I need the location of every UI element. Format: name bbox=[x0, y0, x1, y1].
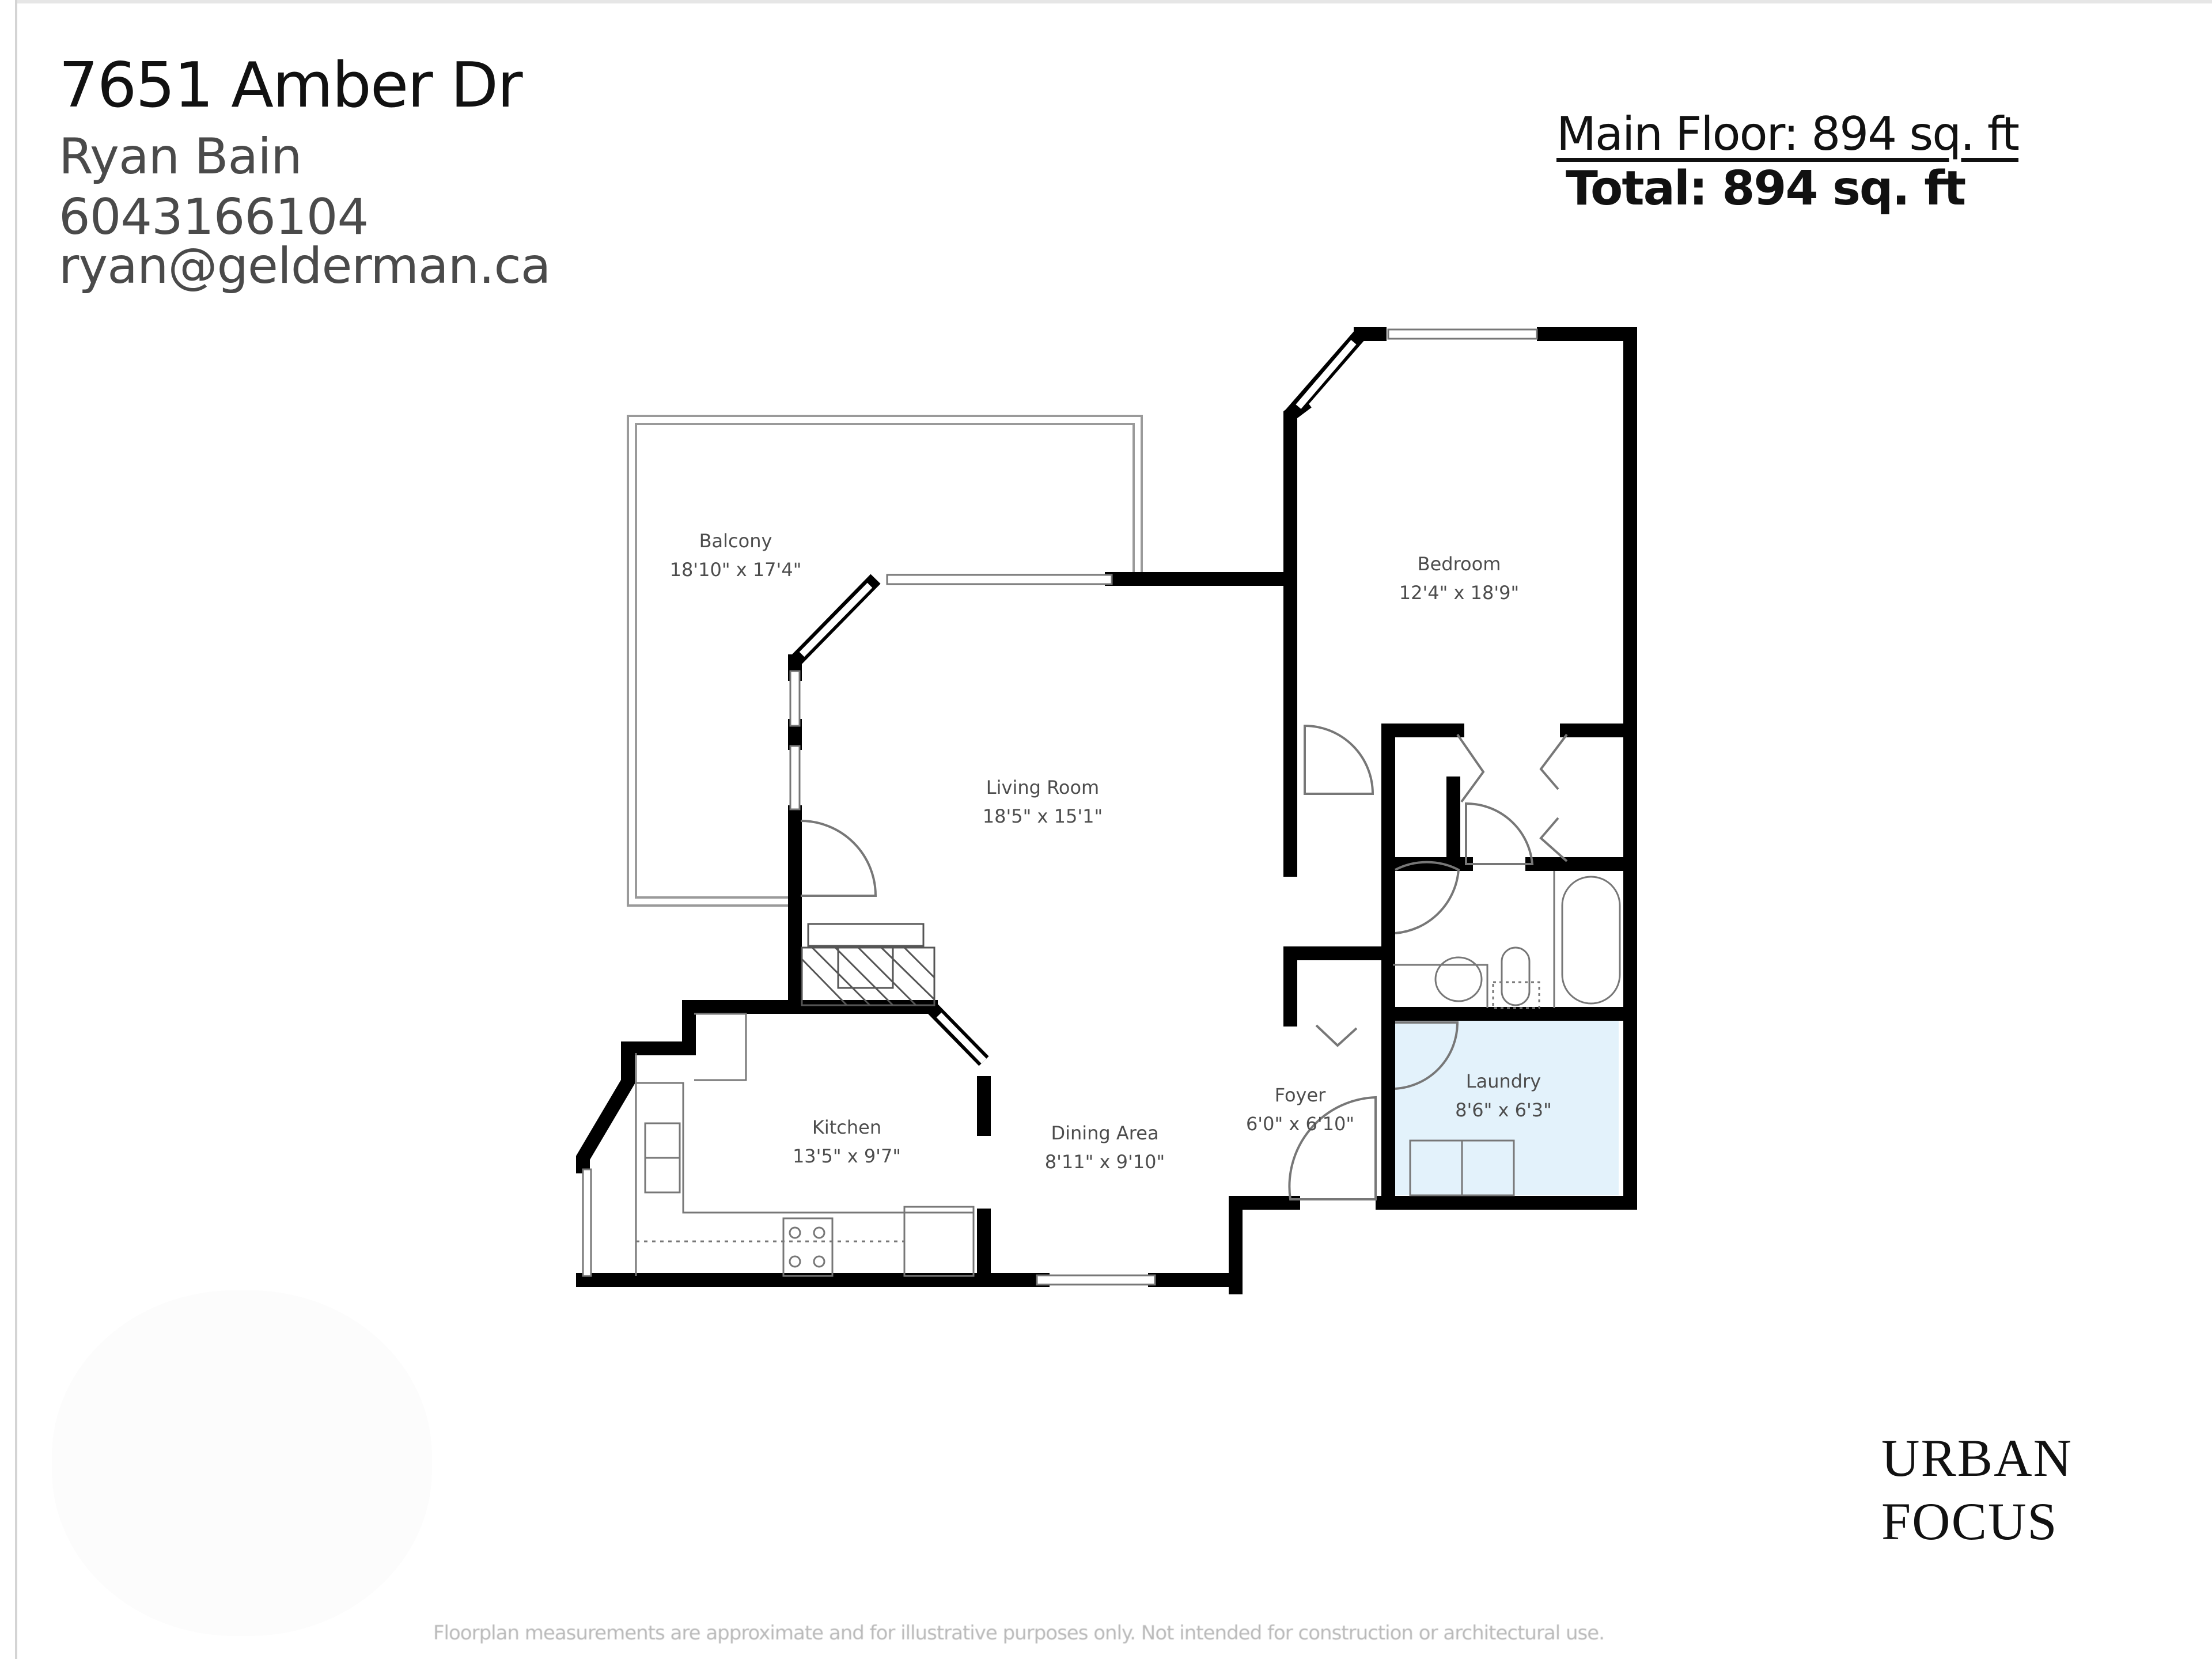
room-name-foyer: Foyer bbox=[1275, 1084, 1326, 1106]
main-floor-area: Main Floor: 894 sq. ft bbox=[1556, 107, 2020, 161]
diagonal-window-panes bbox=[799, 340, 1357, 1064]
balcony-railing bbox=[627, 415, 1143, 907]
total-area: Total: 894 sq. ft bbox=[1566, 161, 1966, 216]
room-dims-dining-area: 8'11" x 9'10" bbox=[1045, 1151, 1165, 1173]
agent-email: ryan@gelderman.ca bbox=[59, 237, 551, 295]
laundry-appliances bbox=[1409, 1139, 1515, 1196]
room-name-kitchen: Kitchen bbox=[812, 1116, 881, 1138]
kitchen-counters bbox=[635, 1013, 975, 1277]
disclaimer-text: Floorplan measurements are approximate a… bbox=[433, 1622, 1605, 1645]
bathroom-fixtures bbox=[1393, 871, 1621, 1009]
room-name-laundry: Laundry bbox=[1466, 1070, 1541, 1092]
property-address: 7651 Amber Dr bbox=[59, 50, 523, 122]
door-swings bbox=[800, 724, 1568, 1200]
brand-logo-line2: FOCUS bbox=[1881, 1492, 2058, 1551]
room-dims-balcony: 18'10" x 17'4" bbox=[670, 559, 802, 581]
top-border bbox=[15, 0, 2212, 3]
room-dims-laundry: 8'6" x 6'3" bbox=[1455, 1099, 1552, 1121]
room-name-dining-area: Dining Area bbox=[1051, 1122, 1158, 1144]
room-name-living-room: Living Room bbox=[986, 777, 1099, 798]
room-labels: Balcony 18'10" x 17'4" Living Room 18'5"… bbox=[670, 530, 1552, 1173]
room-dims-bedroom: 12'4" x 18'9" bbox=[1399, 582, 1519, 604]
laundry-fill bbox=[1394, 1020, 1619, 1195]
room-dims-foyer: 6'0" x 6'10" bbox=[1246, 1113, 1354, 1135]
faded-watermark bbox=[52, 1290, 432, 1636]
room-name-balcony: Balcony bbox=[699, 530, 772, 552]
room-dims-living-room: 18'5" x 15'1" bbox=[983, 805, 1103, 827]
room-dims-kitchen: 13'5" x 9'7" bbox=[793, 1145, 901, 1167]
diagonal-windows bbox=[790, 329, 1366, 1066]
left-border bbox=[15, 0, 17, 1659]
fireplace bbox=[801, 923, 935, 1006]
room-name-bedroom: Bedroom bbox=[1418, 553, 1501, 575]
agent-name: Ryan Bain bbox=[59, 128, 302, 185]
agent-phone: 6043166104 bbox=[59, 188, 369, 246]
windows bbox=[582, 328, 1538, 1286]
brand-logo-line1: URBAN bbox=[1881, 1429, 2073, 1487]
